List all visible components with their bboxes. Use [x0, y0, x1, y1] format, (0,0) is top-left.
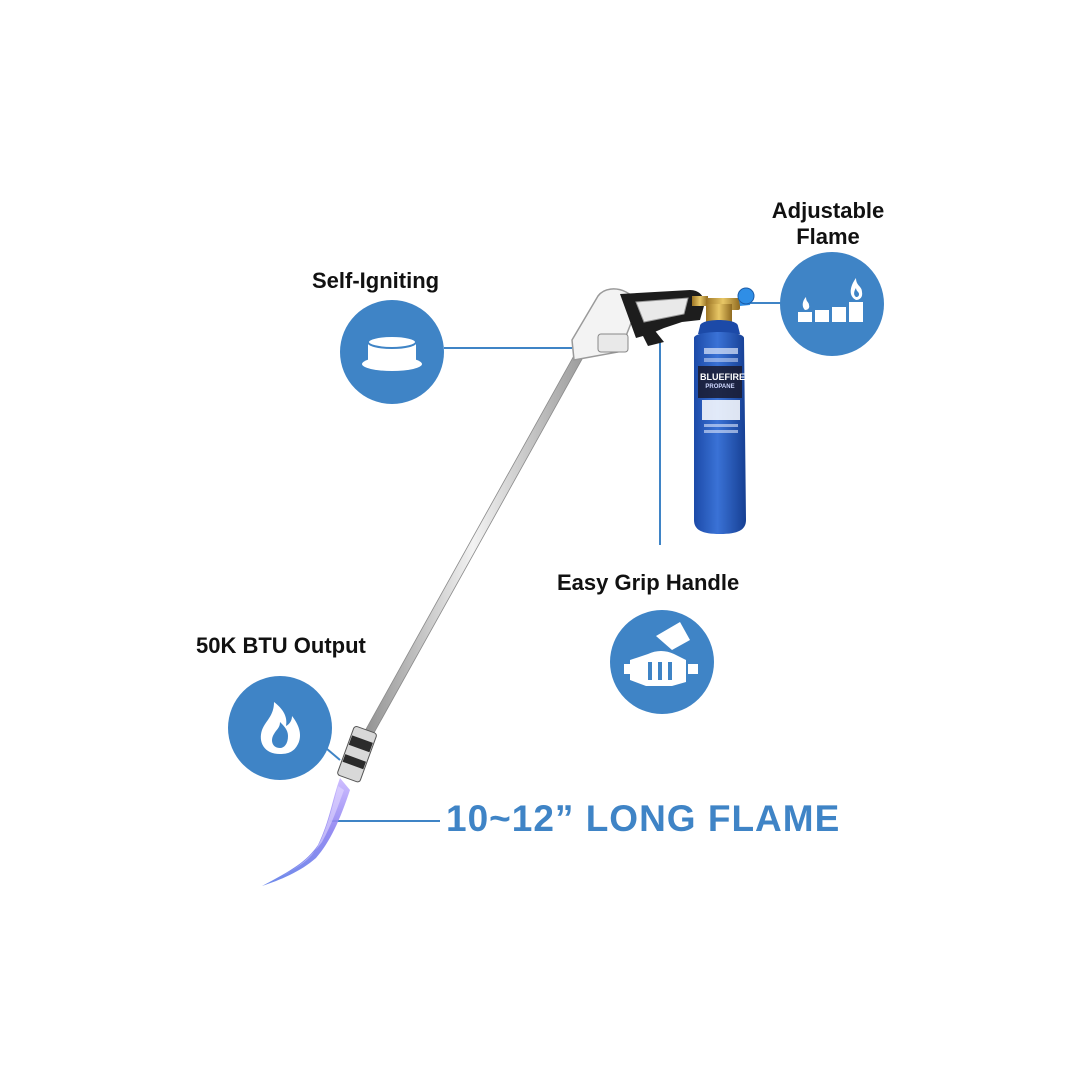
easy-grip-badge: [610, 610, 714, 714]
self-igniting-label: Self-Igniting: [312, 268, 440, 293]
adjustable-flame-badge: [780, 252, 884, 356]
grip-hand-icon: [624, 622, 698, 686]
torch-handle: [571, 288, 708, 361]
adjustable-flame-label: Adjustable Flame: [771, 198, 885, 249]
torch-rod: [359, 351, 587, 741]
cylinder-sub: PROPANE: [705, 384, 735, 390]
torch-nozzle: [337, 725, 377, 783]
btu-output-label: 50K BTU Output: [196, 633, 366, 658]
torch-flame: [262, 778, 350, 886]
long-flame-headline: 10~12” LONG FLAME: [446, 798, 841, 839]
cylinder-brand: BLUEFIRE: [700, 372, 745, 382]
igniter-icon: [362, 335, 422, 371]
flame-levels-icon: [798, 278, 863, 322]
propane-cylinder: [694, 304, 746, 534]
fire-icon: [260, 702, 300, 754]
self-igniting-badge: [340, 300, 444, 404]
easy-grip-label: Easy Grip Handle: [557, 570, 740, 595]
btu-output-badge: [228, 676, 332, 780]
